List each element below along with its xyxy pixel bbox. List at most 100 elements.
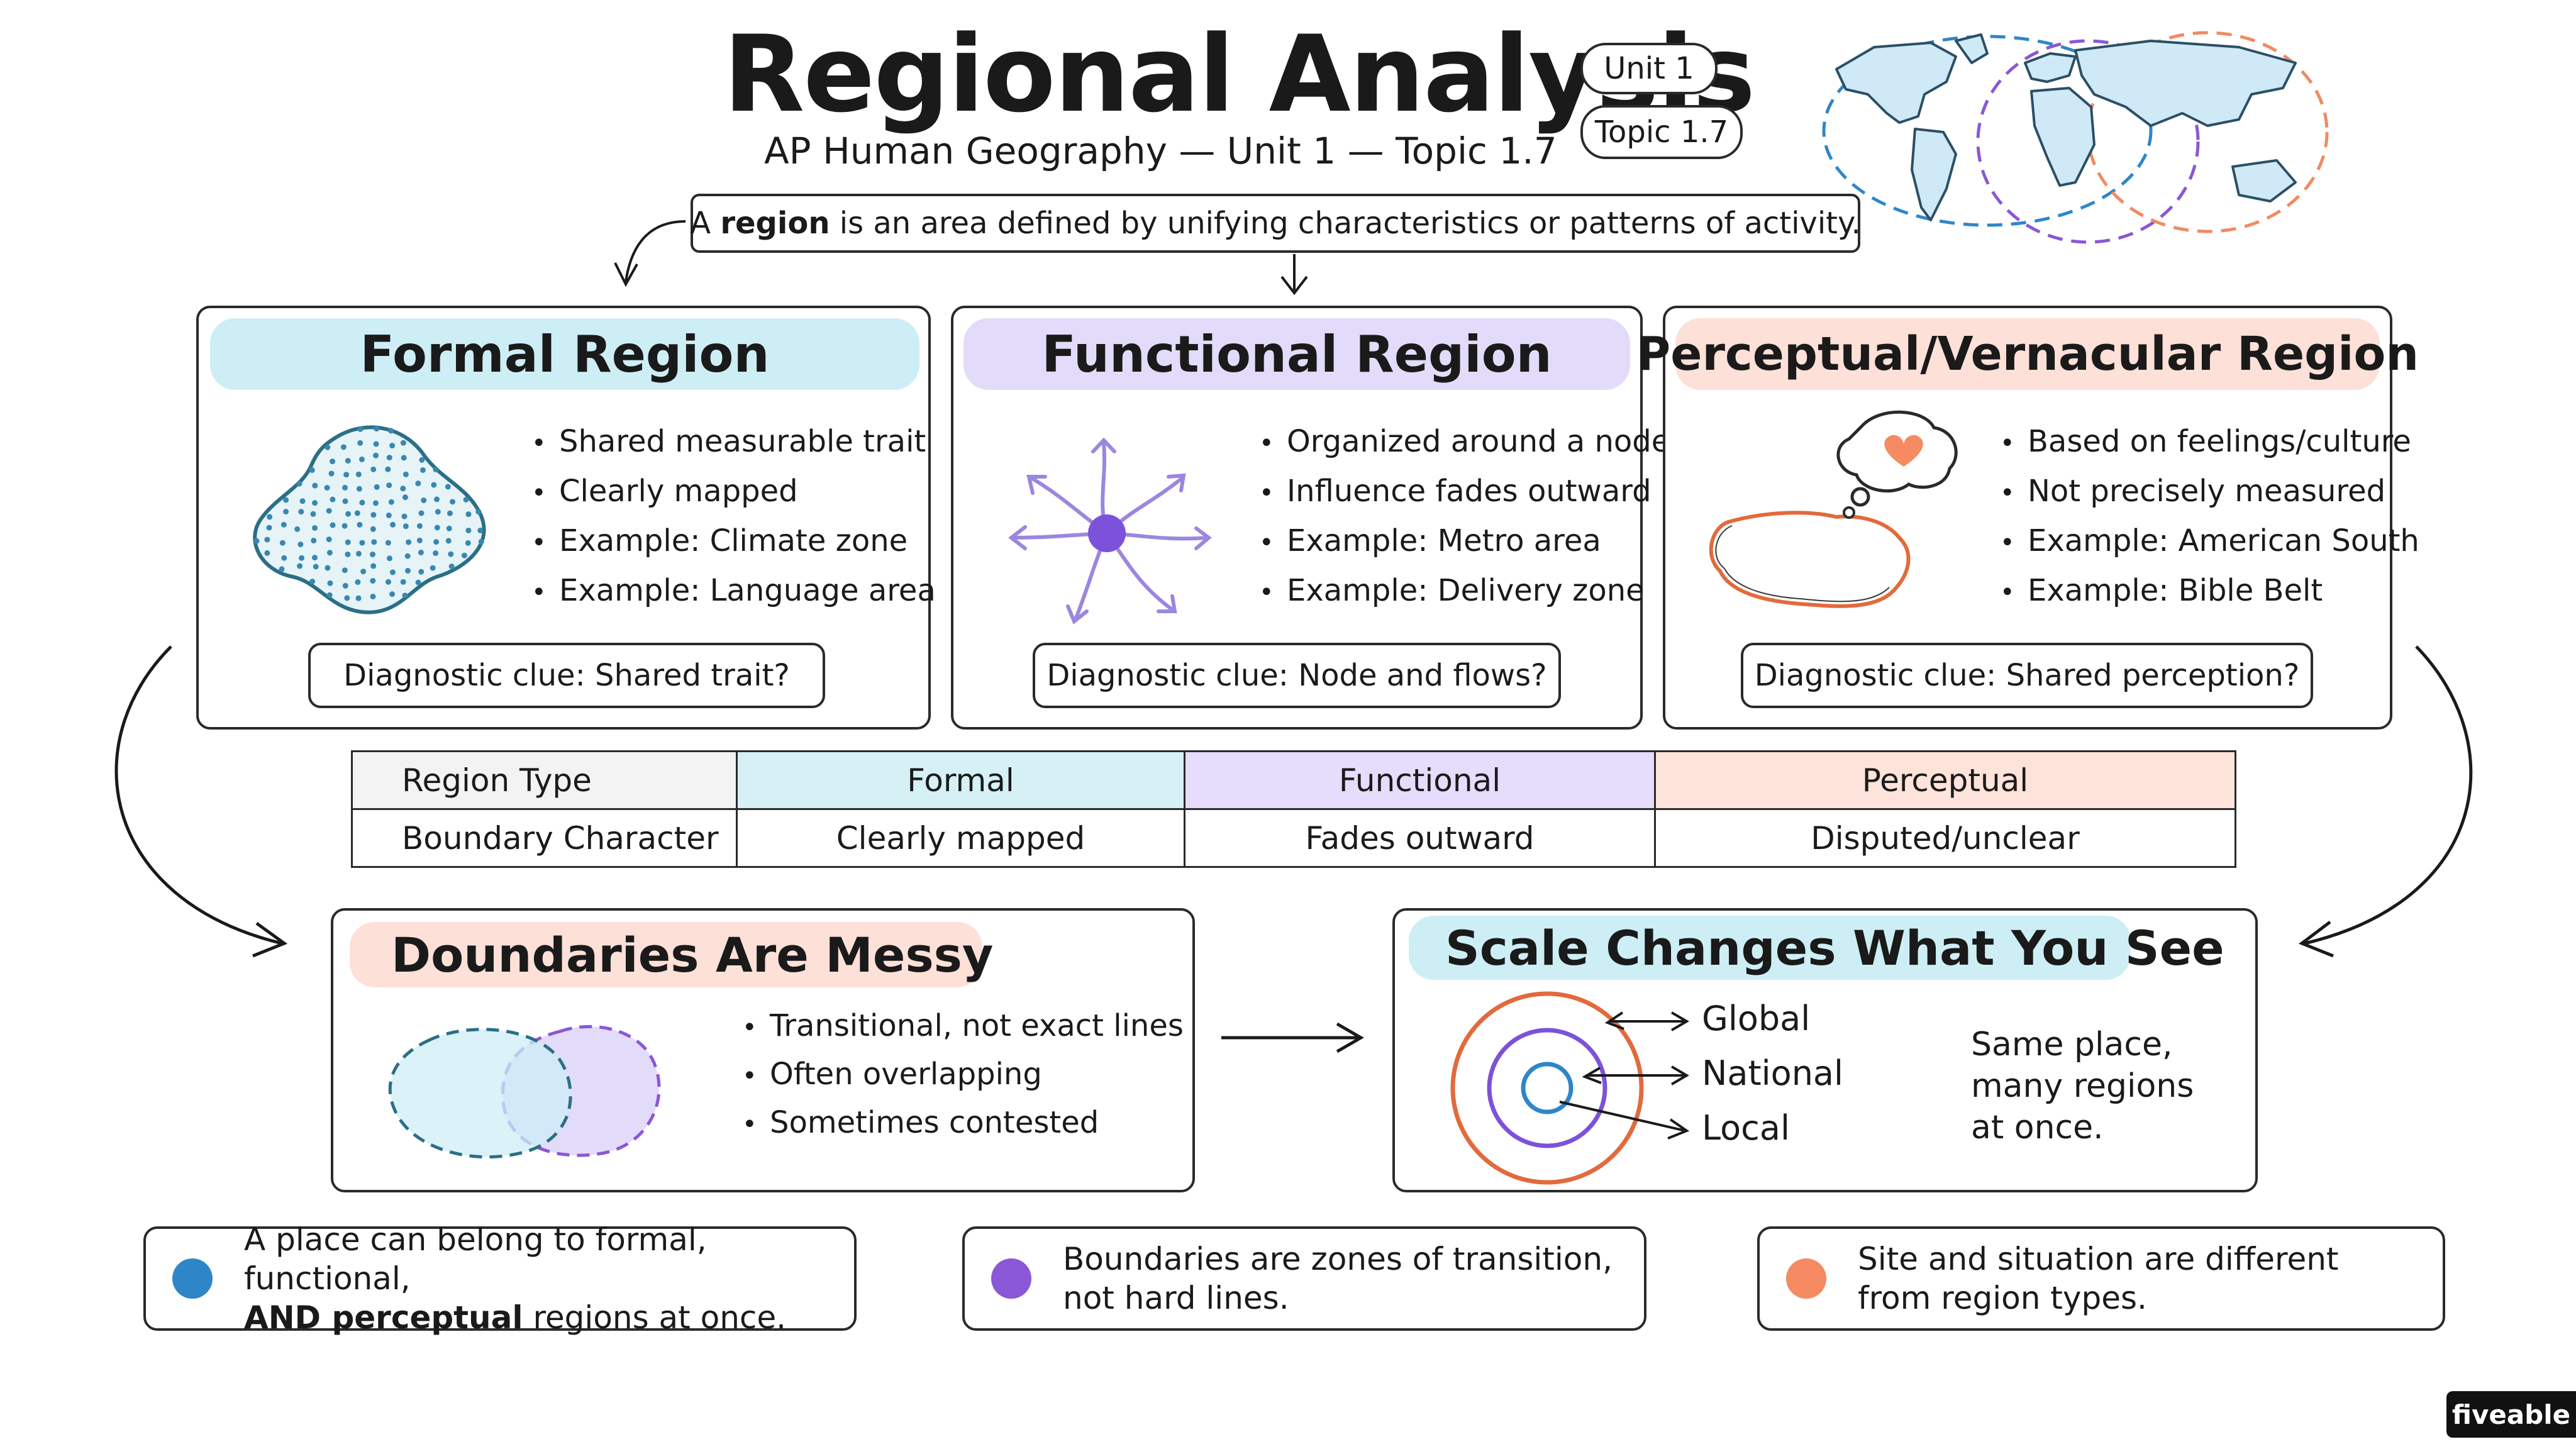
scale-label-national: National (1702, 1053, 1844, 1093)
scale-label-local: Local (1702, 1108, 1790, 1148)
blob-dot (416, 523, 423, 529)
blob-dot (283, 509, 289, 515)
bullet: Example: Metro area (1259, 517, 1670, 567)
bullet: Example: Language area (531, 567, 936, 616)
brand-logo[interactable]: fiveable (2446, 1391, 2576, 1438)
blob-dot (342, 582, 348, 589)
bullet: Example: Delivery zone (1259, 567, 1670, 616)
note-bold: AND perceptual (244, 1299, 523, 1336)
table-cell: Functional (1184, 750, 1656, 810)
blob-dot (386, 512, 392, 518)
perceptual-bullets: Based on feelings/culture Not precisely … (2000, 418, 2419, 616)
blob-dot (418, 569, 425, 575)
boundaries-bullets: Transitional, not exact lines Often over… (742, 1002, 1184, 1148)
blob-dot (342, 484, 348, 491)
table-cell: Clearly mapped (736, 808, 1185, 868)
blob-dot (372, 500, 379, 506)
perceptual-clue: Diagnostic clue: Shared perception? (1741, 643, 2313, 708)
blob-dot (402, 523, 409, 530)
blob-dot (478, 538, 484, 545)
blob-dot (385, 579, 391, 585)
blob-dot (264, 536, 270, 543)
blob-dot (330, 522, 336, 528)
formal-region-title: Formal Region (210, 318, 919, 390)
blob-dot (431, 482, 437, 488)
node-flows-icon (1008, 437, 1212, 625)
blob-dot (345, 539, 351, 545)
boundaries-title: Doundaries Are Messy (350, 922, 993, 987)
bullet: Often overlapping (742, 1051, 1184, 1099)
topic-badge: Topic 1.7 (1580, 105, 1743, 159)
blob-dot (370, 563, 377, 569)
blob-dot (279, 566, 285, 572)
blob-dot (370, 526, 376, 532)
blob-dot (371, 539, 377, 545)
blob-dot (435, 509, 441, 515)
blob-dot (465, 511, 472, 518)
note-line: Boundaries are zones of transition, (1063, 1241, 1613, 1277)
perceptual-region-title: Perceptual/Vernacular Region (1636, 318, 2419, 390)
blob-dot (374, 484, 380, 490)
blue-dot-icon (172, 1258, 213, 1299)
blob-dot (447, 510, 453, 516)
blob-dot (328, 470, 335, 477)
blob-dot (281, 555, 287, 561)
blob-dot (310, 511, 316, 517)
blob-dot (433, 467, 439, 473)
blob-dot (475, 509, 482, 515)
blob-dot (326, 508, 332, 514)
blob-dot (374, 426, 380, 432)
note-line: from region types. (1858, 1280, 2147, 1316)
blob-dot (294, 526, 301, 532)
functional-bullets: Organized around a node Influence fades … (1259, 418, 1670, 616)
table-cell: Boundary Character (351, 808, 738, 868)
blob-dot (418, 550, 424, 556)
blob-dot (296, 480, 303, 487)
blob-dot (341, 523, 348, 529)
blob-dot (330, 458, 336, 465)
blob-dot (283, 497, 289, 503)
blob-dot (309, 467, 315, 474)
blob-dot (373, 452, 379, 458)
blob-dot (389, 591, 396, 597)
nested-scale-circles-icon (1450, 991, 1690, 1185)
blob-dot (357, 521, 363, 528)
blob-dot (356, 486, 362, 492)
blob-dot (445, 538, 452, 544)
blob-dot (311, 538, 317, 544)
blob-dot (326, 592, 333, 598)
blob-dot (385, 466, 391, 472)
blob-dot (401, 513, 408, 519)
blob-dot (344, 595, 350, 601)
blob-dot (357, 440, 364, 446)
blob-dot (450, 499, 456, 505)
definition-box: A region is an area defined by unifying … (690, 194, 1861, 253)
note-line: AND perceptual regions at once. (244, 1298, 854, 1337)
blob-dot (388, 499, 394, 505)
bullet: Not precisely measured (2000, 467, 2419, 517)
scale-note-line: many regions (1971, 1067, 2194, 1105)
blob-dot (370, 594, 376, 600)
blob-dot (311, 555, 318, 561)
blob-dot (297, 541, 304, 548)
blob-dot (445, 484, 451, 490)
thought-bubble-icon (1709, 410, 1958, 608)
blob-dot (299, 555, 305, 561)
blob-dot (309, 579, 316, 585)
blob-dot (345, 458, 351, 464)
scale-note-line: at once. (1971, 1109, 2104, 1146)
blob-dot (357, 426, 364, 432)
table-cell: Formal (736, 750, 1185, 810)
blob-dot (465, 527, 472, 533)
blob-dot (280, 521, 287, 528)
blob-dot (448, 551, 454, 557)
blob-dot (370, 466, 377, 472)
blob-dot (415, 480, 421, 487)
blob-dot (359, 540, 365, 546)
blob-dot (298, 509, 304, 515)
blob-dot (355, 595, 362, 601)
blob-dot (419, 457, 425, 463)
blob-dot (279, 540, 286, 546)
blob-dot (415, 579, 421, 586)
